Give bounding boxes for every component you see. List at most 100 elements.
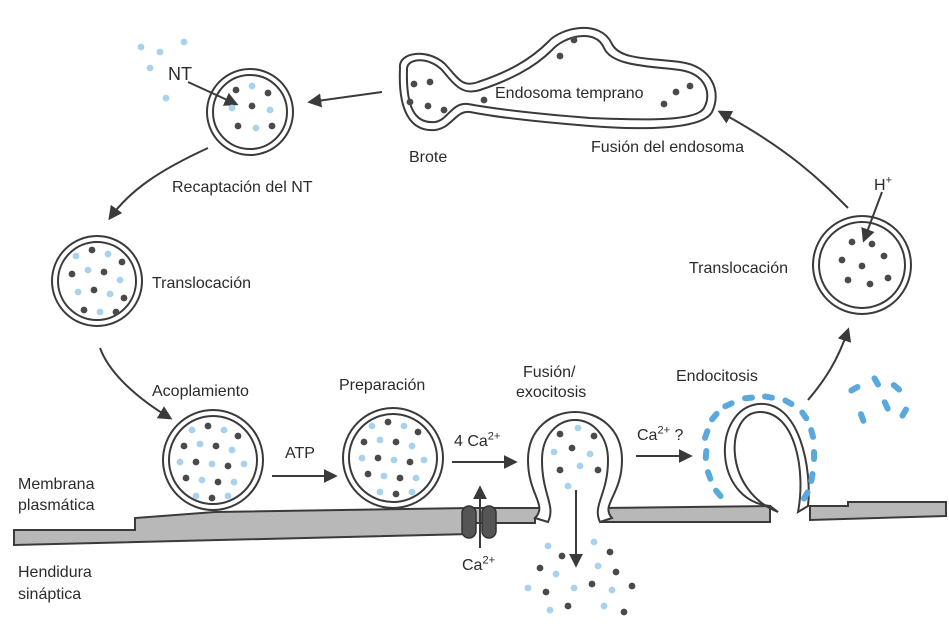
dark-dot <box>620 608 628 616</box>
dark-dot <box>414 428 422 436</box>
label-ca-channel: Ca2+ <box>462 554 495 574</box>
label-membrana-2: plasmática <box>18 497 95 514</box>
blue-dot <box>220 426 228 434</box>
clathrin-coat <box>701 375 909 502</box>
dark-dot <box>406 98 414 106</box>
calcium-channel <box>461 505 497 539</box>
blue-dot <box>228 446 236 454</box>
blue-dot <box>252 124 260 132</box>
dark-dot <box>410 80 418 88</box>
dark-dot <box>182 474 190 482</box>
dark-dot <box>426 78 434 86</box>
dark-dot <box>672 88 680 96</box>
dark-dot <box>112 308 120 316</box>
blue-dot <box>198 476 206 484</box>
blue-dot <box>420 456 428 464</box>
dark-dot <box>364 470 372 478</box>
label-membrana-1: Membrana <box>18 476 95 493</box>
blue-dot <box>248 82 256 90</box>
blue-dot <box>552 570 560 578</box>
dark-dot <box>232 86 240 94</box>
blue-dot <box>600 602 608 610</box>
dark-dot <box>558 552 566 560</box>
blue-dot <box>576 462 584 470</box>
dark-dot <box>424 102 432 110</box>
blue-dot <box>146 64 154 72</box>
blue-dot <box>224 492 232 500</box>
blue-dot <box>208 460 216 468</box>
dark-dot <box>406 458 414 466</box>
blue-dot <box>544 542 552 550</box>
blue-dot <box>188 426 196 434</box>
label-translocacion-right: Translocación <box>689 260 789 277</box>
blue-dot <box>608 586 616 594</box>
dark-dot <box>180 442 188 450</box>
dark-dot <box>542 588 550 596</box>
label-hendidura-2: sináptica <box>18 586 82 603</box>
blue-dot <box>408 442 416 450</box>
blue-dot <box>376 436 384 444</box>
neurotransmitter-dots <box>68 36 892 616</box>
dark-dot <box>224 462 232 470</box>
label-ca-question: Ca2+ ? <box>637 424 684 444</box>
blue-dot <box>376 488 384 496</box>
blue-dot <box>72 252 80 260</box>
dark-dot <box>384 418 392 426</box>
dark-dot <box>838 256 846 264</box>
dark-dot <box>120 294 128 302</box>
blue-dot <box>380 472 388 480</box>
dark-dot <box>606 548 614 556</box>
dark-dot <box>360 438 368 446</box>
label-nt: NT <box>168 64 192 84</box>
dark-dot <box>588 580 596 588</box>
blue-dot <box>546 606 554 614</box>
dark-dot <box>480 96 488 104</box>
blue-dot <box>266 106 274 114</box>
blue-dot <box>192 492 200 500</box>
blue-dot <box>106 290 114 298</box>
dark-dot <box>660 100 668 108</box>
blue-dot <box>176 458 184 466</box>
dark-dot <box>118 258 126 266</box>
dark-dot <box>844 276 852 284</box>
blue-dot <box>550 448 558 456</box>
label-atp: ATP <box>285 445 315 462</box>
dark-dot <box>204 422 212 430</box>
dark-dot <box>374 454 382 462</box>
dark-dot <box>90 286 98 294</box>
dark-dot <box>612 568 620 576</box>
dark-dot <box>868 240 876 248</box>
arrow-recapture-to-translocation <box>108 147 209 221</box>
label-endosoma-temprano: Endosoma temprano <box>495 85 644 102</box>
dark-dot <box>264 89 272 97</box>
arrow-nt-in <box>187 81 239 106</box>
exocytosis-vesicle <box>526 410 624 524</box>
label-preparacion: Preparación <box>339 377 426 394</box>
dark-dot <box>564 602 572 610</box>
blue-dot <box>196 440 204 448</box>
dark-dot <box>570 36 578 44</box>
blue-dot <box>574 424 582 432</box>
blue-dot <box>564 482 572 490</box>
blue-dot <box>96 308 104 316</box>
dark-dot <box>80 306 88 314</box>
cycle-arrows <box>99 81 883 568</box>
blue-dot <box>116 276 124 284</box>
blue-dot <box>230 478 238 486</box>
dark-dot <box>556 430 564 438</box>
dark-dot <box>192 458 200 466</box>
dark-dot <box>568 444 576 452</box>
dark-dot <box>392 490 400 498</box>
early-endosome <box>398 27 717 132</box>
dark-dot <box>880 252 888 260</box>
endocytosis-vesicle <box>701 375 909 515</box>
label-recaptacion: Recaptación del NT <box>172 179 313 196</box>
blue-dot <box>400 422 408 430</box>
dark-dot <box>686 82 694 90</box>
blue-dot <box>524 584 532 592</box>
dark-dot <box>234 432 242 440</box>
blue-dot <box>240 460 248 468</box>
dark-dot <box>866 280 874 288</box>
dark-dot <box>396 474 404 482</box>
